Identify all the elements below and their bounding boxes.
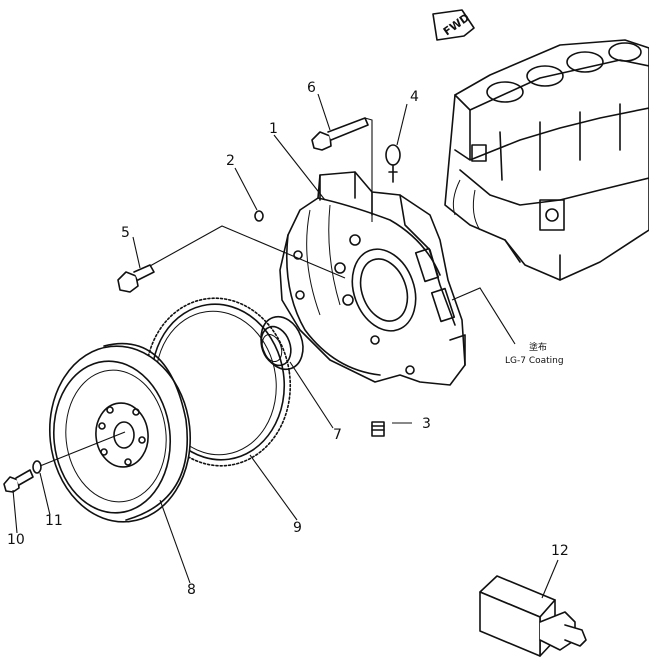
engine-block [444,39,649,281]
callout-12: 12 [551,543,569,559]
callout-9: 9 [293,520,302,536]
callout-5: 5 [121,225,130,241]
coating-label: LG-7 Coating [505,356,564,366]
oil-seal [260,315,304,371]
lifting-eye [385,144,401,183]
callout-10: 10 [7,532,25,548]
coating-label-jp: 塗布 [529,341,547,353]
callout-2: 2 [226,153,235,169]
callout-numbers: 1 2 3 4 5 6 7 8 9 10 11 12 [7,80,569,598]
flywheel-bolt [3,469,34,493]
callout-4: 4 [410,89,419,105]
o-ring [254,210,264,222]
callout-8: 8 [187,582,196,598]
callout-6: 6 [307,80,316,96]
callout-11: 11 [45,513,63,529]
long-bolt [311,117,369,151]
callout-7: 7 [333,427,342,443]
coating-note: 塗布 LG-7 Coating [505,341,564,366]
fwd-arrow: FWD [432,9,475,41]
callout-1: 1 [269,121,278,137]
washer [32,460,42,474]
leader-lines [12,93,559,599]
callout-3: 3 [422,416,431,432]
housing-bolt [117,264,155,293]
plug [371,421,385,437]
flywheel-housing [279,171,466,386]
tool [479,575,587,657]
